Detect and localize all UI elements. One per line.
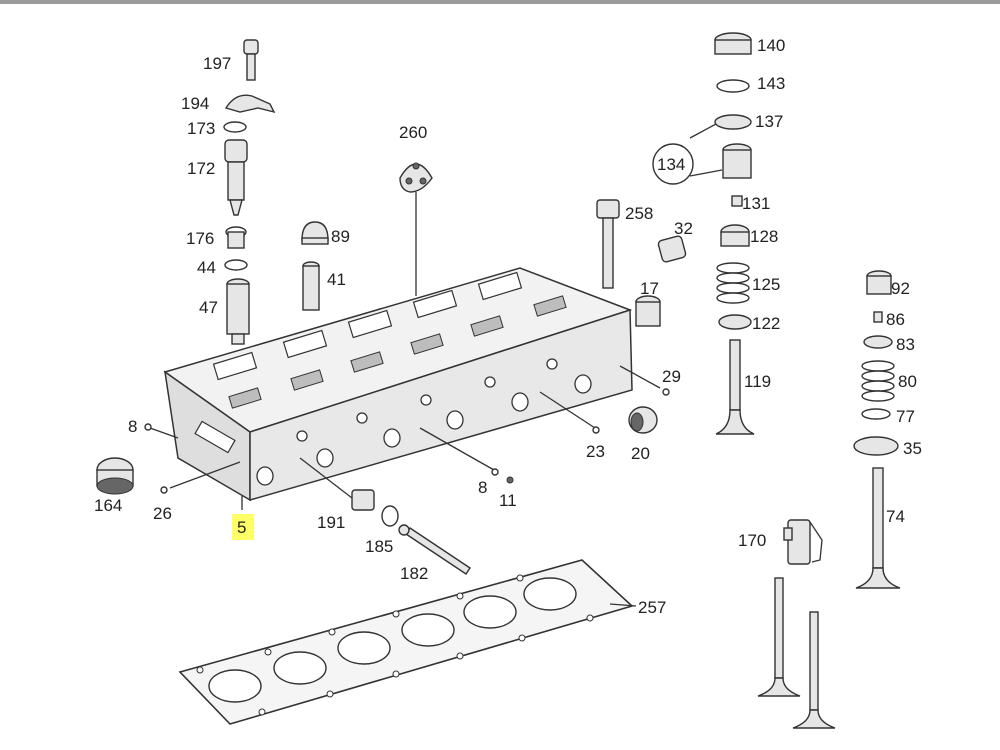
part-valve-lower-left — [757, 577, 801, 697]
part-74-valve — [855, 467, 901, 589]
label-74: 74 — [886, 507, 905, 526]
part-260-plate — [399, 162, 433, 296]
part-170-tool — [783, 519, 823, 565]
circle-134 — [652, 143, 694, 185]
part-119-valve — [715, 339, 755, 435]
label-140: 140 — [757, 36, 785, 55]
label-8-left: 8 — [128, 417, 137, 436]
label-44: 44 — [197, 258, 216, 277]
label-89: 89 — [331, 227, 350, 246]
label-119: 119 — [744, 372, 771, 391]
part-11-dowel — [506, 476, 514, 484]
label-258: 258 — [625, 204, 653, 223]
label-83: 83 — [896, 335, 915, 354]
part-20-plug — [628, 406, 658, 434]
part-125-spring — [716, 262, 750, 304]
part-89-seal — [301, 221, 329, 245]
label-35: 35 — [903, 439, 922, 458]
leader-23 — [539, 391, 596, 429]
label-260: 260 — [399, 123, 427, 142]
label-92: 92 — [891, 279, 910, 298]
part-258-bolt — [596, 199, 620, 289]
label-176: 176 — [186, 229, 214, 248]
label-131: 131 — [742, 194, 770, 213]
label-32: 32 — [674, 219, 693, 238]
part-197-bolt — [243, 39, 259, 81]
part-176-sleeve — [225, 226, 247, 249]
label-122: 122 — [752, 314, 780, 333]
part-44-ring — [224, 259, 248, 271]
label-47: 47 — [199, 298, 218, 317]
part-173-washer — [223, 121, 247, 133]
part-86-cotter — [873, 311, 883, 323]
label-11: 11 — [499, 491, 517, 510]
part-32-plug — [657, 235, 687, 263]
label-17: 17 — [640, 279, 659, 298]
part-137-seal — [714, 114, 752, 130]
label-20: 20 — [631, 444, 650, 463]
part-35-seal — [853, 436, 899, 456]
label-128: 128 — [750, 227, 778, 246]
label-143: 143 — [757, 74, 785, 93]
label-137: 137 — [755, 112, 783, 131]
label-80: 80 — [898, 372, 917, 391]
part-194-clamp — [224, 94, 276, 114]
part-23-plug — [592, 426, 600, 434]
top-border — [0, 0, 1000, 4]
label-194: 194 — [181, 94, 209, 113]
label-164: 164 — [94, 496, 122, 515]
part-257-gasket — [178, 559, 637, 725]
part-172-injector — [224, 139, 248, 216]
label-8-right: 8 — [478, 478, 487, 497]
part-164-plug — [96, 457, 134, 495]
label-23: 23 — [586, 442, 605, 461]
label-173: 173 — [187, 119, 215, 138]
leader-26 — [169, 461, 241, 489]
label-77: 77 — [896, 407, 915, 426]
part-8b-dowel — [491, 468, 499, 476]
label-185: 185 — [365, 537, 393, 556]
leader-8b — [419, 427, 495, 471]
label-191: 191 — [317, 513, 345, 532]
part-191-plug — [299, 457, 375, 511]
part-77-washer — [861, 408, 891, 420]
part-128-retainer — [720, 224, 750, 247]
leader-8a — [149, 427, 179, 439]
part-185-washer — [381, 505, 399, 527]
cylinder-head — [163, 267, 633, 502]
leader-29 — [619, 365, 661, 389]
label-170: 170 — [738, 531, 766, 550]
label-257: 257 — [638, 598, 666, 617]
label-86: 86 — [886, 310, 905, 329]
part-47-sleeve — [226, 278, 250, 345]
label-29: 29 — [662, 367, 681, 386]
part-140-cap — [714, 32, 752, 55]
label-182: 182 — [400, 564, 428, 583]
part-41-guide — [302, 261, 320, 311]
part-131-cotter — [731, 195, 743, 207]
part-80-spring — [861, 360, 895, 402]
part-122-seal — [718, 314, 752, 330]
label-172: 172 — [187, 159, 215, 178]
label-26: 26 — [153, 504, 172, 523]
label-134: 134 — [657, 155, 685, 174]
part-92-cap — [866, 270, 892, 295]
label-125: 125 — [752, 275, 780, 294]
part-26-dowel — [160, 486, 168, 494]
part-valve-lower-right — [792, 611, 836, 729]
part-17-plug — [635, 295, 661, 327]
part-29-plug — [662, 388, 670, 396]
label-197: 197 — [203, 54, 231, 73]
part-182-glow-plug — [398, 524, 471, 575]
highlight-box-5 — [232, 514, 254, 540]
part-8a-dowel — [144, 423, 152, 431]
part-134-adjuster — [689, 123, 752, 179]
part-83-retainer — [863, 335, 893, 349]
label-41: 41 — [327, 270, 346, 289]
label-5: 5 — [237, 518, 246, 537]
part-143-ring — [716, 79, 750, 93]
